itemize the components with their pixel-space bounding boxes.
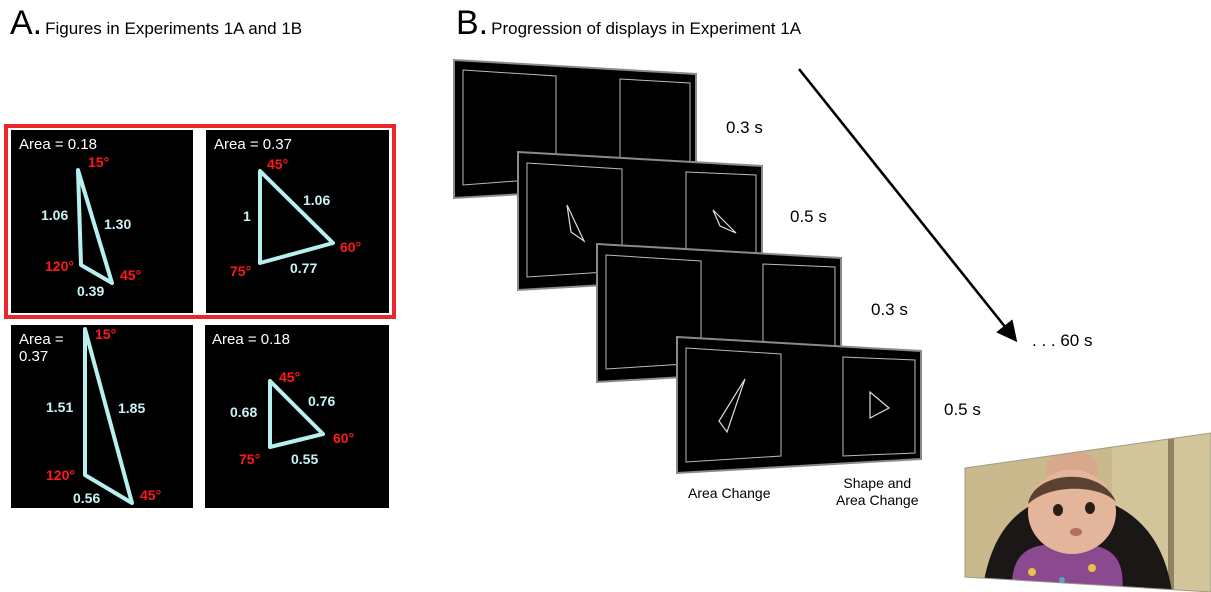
time-arrow — [797, 68, 1018, 343]
angle-label: 120° — [45, 258, 74, 274]
side-label: 0.55 — [291, 451, 318, 467]
angle-label: 60° — [340, 239, 361, 255]
angle-label: 45° — [267, 156, 288, 172]
highlight-frame — [4, 124, 396, 319]
figure-panel-3: Area =0.37 1.51 1.85 0.56 15° 120° 45° — [11, 325, 193, 508]
figure-panel-1: Area = 0.18 1.06 1.30 0.39 15° 120° 45° — [11, 130, 193, 313]
side-label: 1.85 — [118, 400, 145, 416]
angle-label: 45° — [140, 487, 161, 503]
duration-label-2: 0.5 s — [790, 207, 827, 226]
panel-a-letter: A. — [10, 4, 43, 42]
area-label: Area = 0.18 — [212, 331, 290, 348]
side-label: 0.56 — [73, 490, 100, 506]
panel-a-title: Figures in Experiments 1A and 1B — [45, 19, 303, 38]
angle-label: 15° — [95, 326, 116, 342]
side-label: 0.77 — [290, 260, 317, 276]
angle-label: 45° — [279, 369, 300, 385]
side-label: 1.06 — [303, 192, 330, 208]
triangle-figure-2: 1 1.06 0.77 45° 75° 60° — [230, 156, 361, 279]
angle-label: 45° — [120, 267, 141, 283]
panel-b-title: Progression of displays in Experiment 1A — [491, 19, 802, 38]
infant-photo — [964, 432, 1211, 592]
panel-b-heading: B.Progression of displays in Experiment … — [456, 6, 801, 40]
area-label: Area =0.37 — [19, 331, 79, 365]
side-label: 1.06 — [41, 207, 68, 223]
figure-panel-4: Area = 0.18 0.68 0.76 0.55 45° 75° 60° — [205, 325, 389, 508]
duration-label-1: 0.3 s — [726, 118, 763, 137]
side-label: 1 — [243, 208, 251, 224]
side-label: 1.51 — [46, 399, 73, 415]
area-label: Area = 0.37 — [214, 136, 292, 153]
panel-a-heading: A.Figures in Experiments 1A and 1B — [10, 6, 302, 40]
duration-label-3: 0.3 s — [871, 300, 908, 319]
area-label-line: 0.37 — [19, 348, 49, 365]
angle-label: 120° — [46, 467, 75, 483]
side-label: 0.76 — [308, 393, 335, 409]
angle-label: 75° — [230, 263, 251, 279]
side-label: 1.30 — [104, 216, 131, 232]
figure-panel-2: Area = 0.37 1 1.06 0.77 45° 75° 60° — [206, 130, 389, 313]
caption-line: Shape and — [843, 475, 912, 491]
display-screen-4 — [676, 335, 922, 475]
triangle-figure-1: 1.06 1.30 0.39 15° 120° 45° — [41, 154, 141, 299]
side-label: 0.68 — [230, 404, 257, 420]
side-label: 0.39 — [77, 283, 104, 299]
duration-label-4: 0.5 s — [944, 400, 981, 419]
area-label: Area = 0.18 — [19, 136, 97, 153]
caption-area-change: Area Change — [688, 485, 771, 501]
panel-b-letter: B. — [456, 4, 489, 42]
angle-label: 60° — [333, 430, 354, 446]
triangle-figure-4: 0.68 0.76 0.55 45° 75° 60° — [230, 369, 354, 467]
angle-label: 15° — [88, 154, 109, 170]
area-label-line: Area = — [19, 331, 64, 348]
triangle-figure-3: 1.51 1.85 0.56 15° 120° 45° — [46, 326, 161, 506]
caption-line: Area Change — [836, 492, 919, 508]
angle-label: 75° — [239, 451, 260, 467]
total-duration-label: . . . 60 s — [1032, 331, 1093, 350]
